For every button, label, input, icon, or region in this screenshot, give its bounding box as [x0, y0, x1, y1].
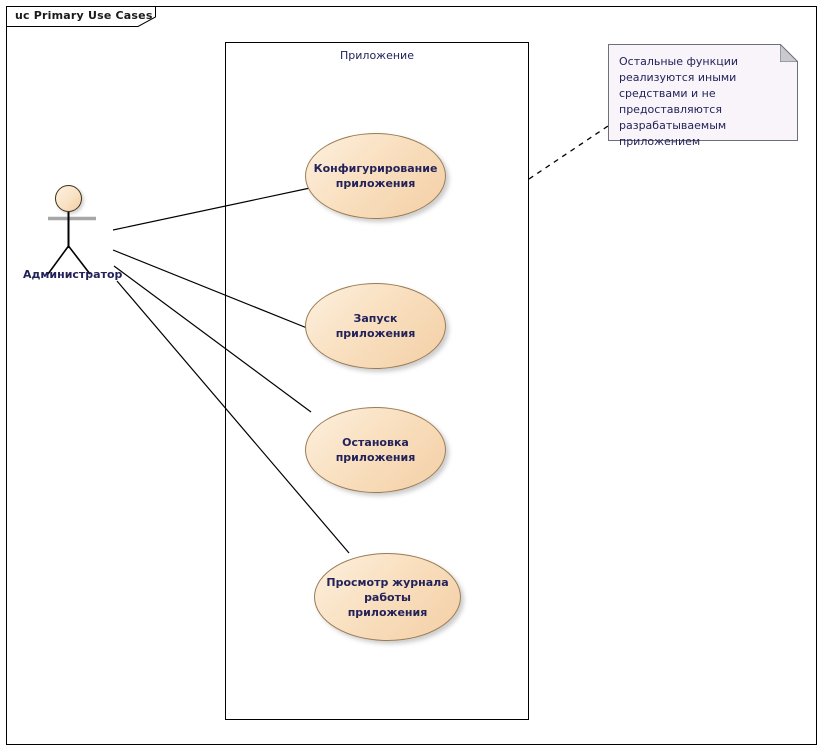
note-text: Остальные функции реализуются иными сред… — [619, 55, 739, 148]
use-case-start-label: Запуск приложения — [335, 312, 416, 340]
diagram-title-label: uc Primary Use Cases — [15, 9, 153, 22]
use-case-configure-label: Конфигурирование приложения — [313, 162, 438, 190]
use-case-view-log-label: Просмотр журнала работы приложения — [326, 575, 449, 619]
actor-head-icon — [55, 185, 82, 212]
actor-administrator[interactable]: Администратор — [20, 182, 150, 287]
note[interactable]: Остальные функции реализуются иными сред… — [608, 44, 798, 148]
actor-label: Администратор — [23, 268, 123, 281]
note-body — [608, 44, 798, 141]
use-case-stop-label: Остановка приложения — [335, 436, 416, 464]
use-case-view-log[interactable]: Просмотр журнала работы приложения — [314, 553, 461, 641]
system-boundary-label: Приложение — [340, 49, 414, 62]
actor-body-icon — [47, 212, 96, 275]
use-case-start[interactable]: Запуск приложения — [305, 283, 446, 369]
use-case-stop[interactable]: Остановка приложения — [305, 407, 446, 493]
use-case-configure[interactable]: Конфигурирование приложения — [305, 133, 446, 219]
